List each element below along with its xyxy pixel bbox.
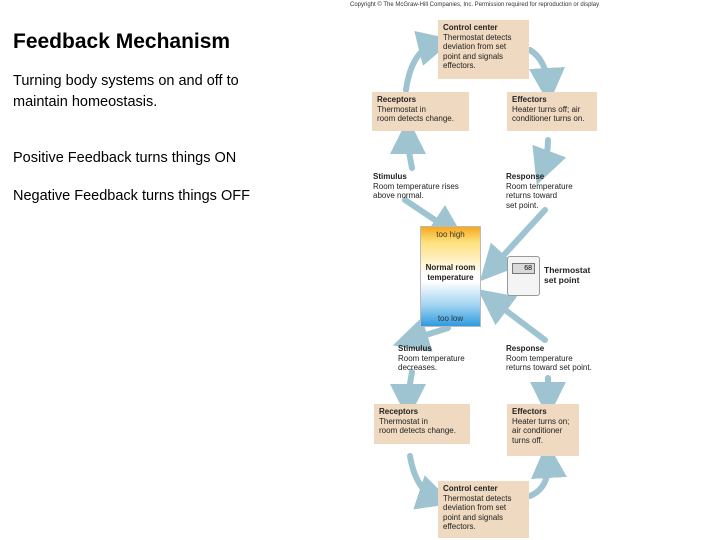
response-bottom: Response Room temperature returns toward… xyxy=(506,344,592,373)
stimulus-top: Stimulus Room temperature rises above no… xyxy=(373,172,459,201)
arrow-receptors-to-control-top xyxy=(403,30,454,93)
effectors-top-line: conditioner turns on. xyxy=(512,114,585,123)
control-center-top-line: deviation from set xyxy=(443,42,507,51)
intro-line-1: Turning body systems on and off to xyxy=(13,73,239,89)
normal-temperature-line: temperature xyxy=(427,273,474,282)
set-point-label-line: set point xyxy=(544,275,580,285)
stimulus-bottom-line: Room temperature xyxy=(398,353,465,363)
control-center-top: Control center Thermostat detects deviat… xyxy=(438,20,529,79)
receptors-top: Receptors Thermostat in room detects cha… xyxy=(372,92,469,131)
effectors-bottom-line: Heater turns on; xyxy=(512,416,570,426)
receptors-bottom-line: room detects change. xyxy=(379,426,456,435)
arrow-control-to-effectors-top xyxy=(527,47,565,104)
response-top-line: Room temperature xyxy=(506,181,573,191)
response-top-line: returns toward xyxy=(506,191,558,200)
control-center-bottom-line: deviation from set xyxy=(443,503,507,512)
normal-temperature-label: Normal room temperature xyxy=(421,263,480,283)
intro-line-2: maintain homeostasis. xyxy=(13,94,158,110)
response-top-line: set point. xyxy=(506,200,539,210)
control-center-top-line: Thermostat detects xyxy=(443,32,512,42)
effectors-bottom-line: air conditioner xyxy=(512,426,563,435)
receptors-bottom: Receptors Thermostat in room detects cha… xyxy=(374,404,470,444)
set-point-label: Thermostat set point xyxy=(544,265,590,285)
arrow-stimulus-up-to-thermometer xyxy=(402,197,465,240)
effectors-bottom-head: Effectors xyxy=(512,407,547,416)
response-bottom-head: Response xyxy=(506,344,545,353)
control-center-bottom-line: effectors. xyxy=(443,522,476,531)
response-top: Response Room temperature returns toward… xyxy=(506,172,573,210)
receptors-top-line: Thermostat in xyxy=(377,104,426,114)
arrow-stimulus-to-receptors-bottom xyxy=(390,369,427,420)
receptors-top-head: Receptors xyxy=(377,95,417,104)
response-top-head: Response xyxy=(506,172,545,181)
effectors-top-head: Effectors xyxy=(512,95,547,104)
control-center-bottom-line: point and signals xyxy=(443,512,504,522)
arrow-thermometer-down-to-stimulus xyxy=(392,317,451,352)
effectors-bottom: Effectors Heater turns on; air condition… xyxy=(507,404,579,456)
arrow-receptors-to-control-bottom xyxy=(407,453,454,510)
arrow-response-bottom-to-setpoint xyxy=(477,289,548,343)
control-center-bottom-head: Control center xyxy=(443,484,498,493)
copyright-notice: Copyright © The McGraw-Hill Companies, I… xyxy=(350,2,600,8)
receptors-bottom-head: Receptors xyxy=(379,407,419,416)
thermostat-display: 68 xyxy=(512,263,535,274)
room-temperature-gauge: too high Normal room temperature too low xyxy=(420,226,481,327)
thermostat-icon: 68 xyxy=(507,256,540,296)
stimulus-top-line: above normal. xyxy=(373,191,424,200)
effectors-top-line: Heater turns off; air xyxy=(512,104,581,114)
intro-text: Turning body systems on and off to maint… xyxy=(13,71,239,113)
arrow-stimulus-to-receptors-top xyxy=(390,118,427,171)
slide-title: Feedback Mechanism xyxy=(13,30,231,53)
receptors-top-line: room detects change. xyxy=(377,114,454,123)
response-bottom-line: returns toward set point. xyxy=(506,363,592,372)
set-point-label-line: Thermostat xyxy=(544,265,591,275)
receptors-bottom-line: Thermostat in xyxy=(379,416,428,426)
control-center-top-head: Control center xyxy=(443,23,498,32)
effectors-bottom-line: turns off. xyxy=(512,435,543,445)
stimulus-bottom-head: Stimulus xyxy=(398,344,432,353)
arrow-control-to-effectors-bottom xyxy=(527,442,567,499)
normal-temperature-line: Normal room xyxy=(425,263,476,272)
stimulus-bottom: Stimulus Room temperature decreases. xyxy=(398,344,465,373)
stimulus-bottom-line: decreases. xyxy=(398,363,438,372)
negative-feedback-text: Negative Feedback turns things OFF xyxy=(13,188,250,204)
control-center-top-line: effectors. xyxy=(443,61,476,70)
too-high-label: too high xyxy=(436,230,465,239)
arrow-response-top-to-setpoint xyxy=(479,207,548,282)
effectors-top: Effectors Heater turns off; air conditio… xyxy=(507,92,597,131)
arrow-effectors-to-response-top xyxy=(532,137,567,185)
response-bottom-line: Room temperature xyxy=(506,353,573,363)
too-low-label: too low xyxy=(437,314,464,323)
control-center-bottom: Control center Thermostat detects deviat… xyxy=(438,481,529,538)
control-center-bottom-line: Thermostat detects xyxy=(443,493,512,503)
stimulus-top-line: Room temperature rises xyxy=(373,181,459,191)
positive-feedback-text: Positive Feedback turns things ON xyxy=(13,150,237,166)
stimulus-top-head: Stimulus xyxy=(373,172,407,181)
control-center-top-line: point and signals xyxy=(443,51,504,61)
